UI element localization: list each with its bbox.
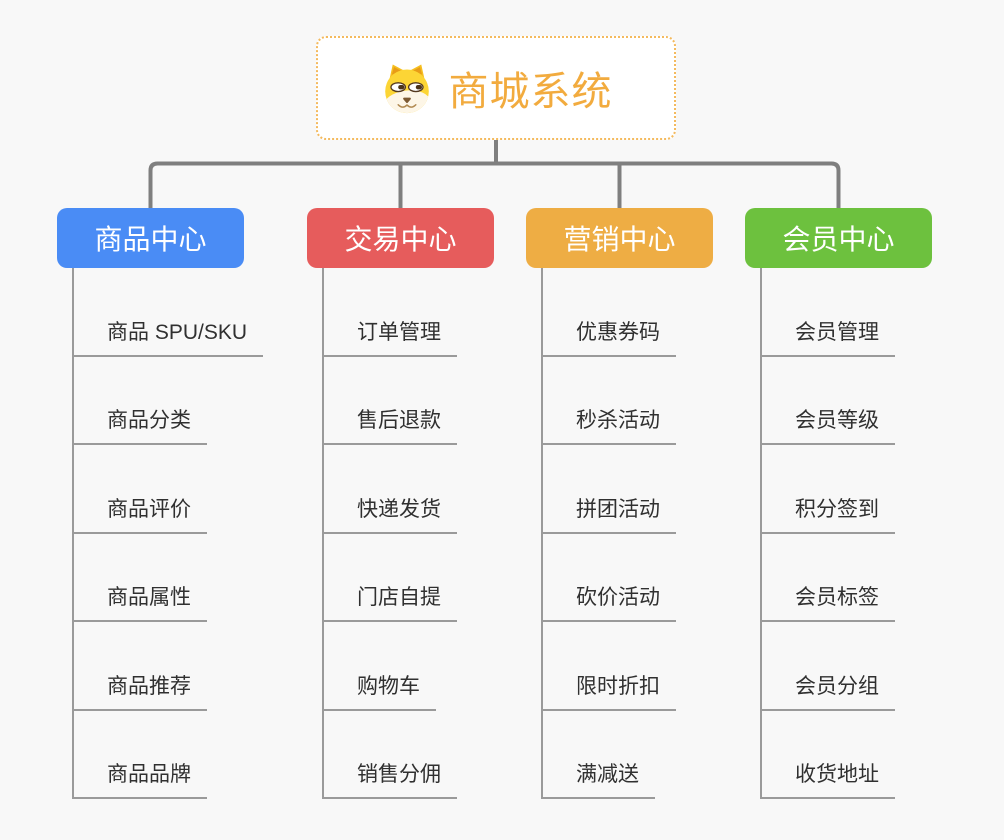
tree-node[interactable]: 会员管理 [762,268,932,357]
tree-node-label: 满减送 [543,758,655,799]
branch-header-marketing[interactable]: 营销中心 [526,208,713,268]
tree-node-label: 拼团活动 [543,493,676,534]
tree-node-label: 售后退款 [324,404,457,445]
tree-node-label: 商品分类 [74,404,207,445]
tree-node-label: 收货地址 [762,758,895,799]
branch-rail-line [148,161,841,209]
tree-node[interactable]: 积分签到 [762,445,932,534]
dog-face-icon [380,62,434,114]
tree-node-label: 会员标签 [762,581,895,622]
tree-node[interactable]: 会员分组 [762,622,932,711]
tree-node[interactable]: 售后退款 [324,357,494,445]
tree-node[interactable]: 砍价活动 [543,534,713,622]
tree-node-label: 秒杀活动 [543,404,676,445]
tree-node-label: 商品属性 [74,581,207,622]
tree-node[interactable]: 商品推荐 [74,622,244,711]
tree-node-label: 商品推荐 [74,670,207,711]
branch-header-member[interactable]: 会员中心 [745,208,932,268]
branch-children: 会员管理 会员等级 积分签到 会员标签 会员分组 收货地址 [760,268,932,799]
branch-marketing-center: 营销中心 优惠券码 秒杀活动 拼团活动 砍价活动 限时折扣 满减送 [526,208,713,799]
tree-node-label: 会员分组 [762,670,895,711]
tree-node[interactable]: 销售分佣 [324,711,494,799]
root-title: 商城系统 [448,70,613,114]
tree-node-label: 商品品牌 [74,758,207,799]
tree-node-label: 订单管理 [324,316,457,357]
tree-node[interactable]: 商品品牌 [74,711,244,799]
tree-node[interactable]: 会员标签 [762,534,932,622]
tree-node[interactable]: 拼团活动 [543,445,713,534]
branch-header-product[interactable]: 商品中心 [57,208,244,268]
tree-node[interactable]: 会员等级 [762,357,932,445]
tree-node-label: 积分签到 [762,493,895,534]
root-node[interactable]: 商城系统 [316,36,676,140]
branch-trade-center: 交易中心 订单管理 售后退款 快递发货 门店自提 购物车 销售分佣 [307,208,494,799]
branch-children: 商品 SPU/SKU 商品分类 商品评价 商品属性 商品推荐 商品品牌 [72,268,264,799]
branch-children: 优惠券码 秒杀活动 拼团活动 砍价活动 限时折扣 满减送 [541,268,713,799]
tree-node-label: 销售分佣 [324,758,457,799]
tree-node-label: 限时折扣 [543,670,676,711]
tree-node-label: 会员管理 [762,316,895,357]
tree-node[interactable]: 商品分类 [74,357,244,445]
branch-product-center: 商品中心 商品 SPU/SKU 商品分类 商品评价 商品属性 商品推荐 商品品牌 [57,208,264,799]
branch-header-trade[interactable]: 交易中心 [307,208,494,268]
tree-node-label: 快递发货 [324,493,457,534]
tree-node[interactable]: 订单管理 [324,268,494,357]
tree-node[interactable]: 商品评价 [74,445,244,534]
tree-node[interactable]: 商品 SPU/SKU [74,268,264,357]
tree-node-label: 砍价活动 [543,581,676,622]
tree-node[interactable]: 收货地址 [762,711,932,799]
tree-node[interactable]: 购物车 [324,622,494,711]
tree-node[interactable]: 秒杀活动 [543,357,713,445]
tree-node[interactable]: 门店自提 [324,534,494,622]
branch-children: 订单管理 售后退款 快递发货 门店自提 购物车 销售分佣 [322,268,494,799]
tree-node[interactable]: 快递发货 [324,445,494,534]
tree-node-label: 会员等级 [762,404,895,445]
branch-member-center: 会员中心 会员管理 会员等级 积分签到 会员标签 会员分组 收货地址 [745,208,932,799]
tree-node[interactable]: 满减送 [543,711,713,799]
tree-node-label: 商品评价 [74,493,207,534]
tree-node-label: 优惠券码 [543,316,676,357]
tree-node[interactable]: 商品属性 [74,534,244,622]
tree-node-label: 商品 SPU/SKU [74,316,264,357]
tree-node-label: 购物车 [324,670,436,711]
tree-node-label: 门店自提 [324,581,457,622]
tree-node[interactable]: 优惠券码 [543,268,713,357]
tree-node[interactable]: 限时折扣 [543,622,713,711]
